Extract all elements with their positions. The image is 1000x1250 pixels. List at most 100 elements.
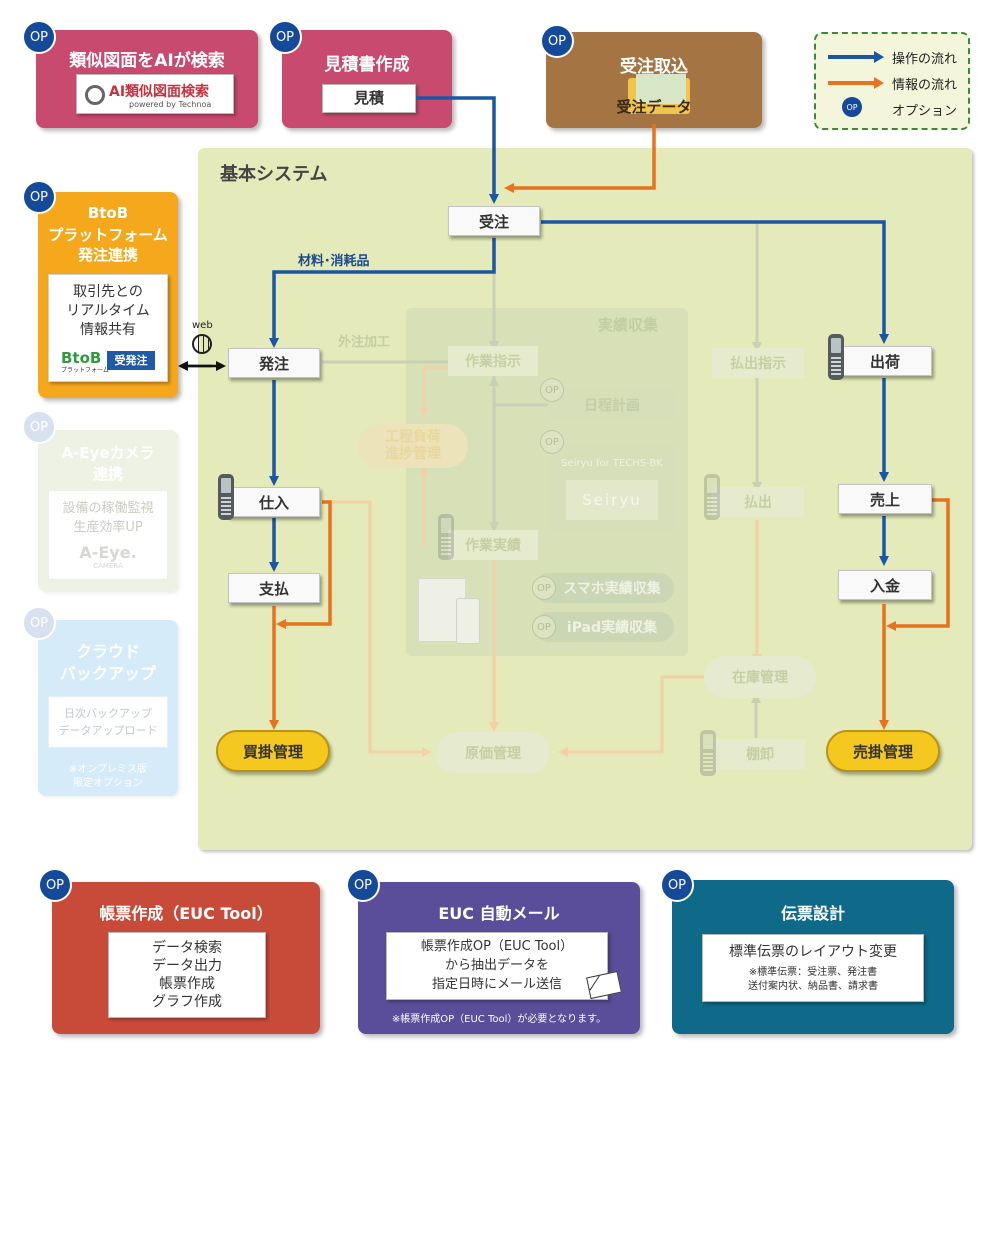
op-badge: OP <box>38 868 72 902</box>
denpyo-body: 標準伝票のレイアウト変更 ※標準伝票：受注票、発注書 送付案内状、納品書、請求書 <box>702 934 924 1002</box>
node-juchu[interactable]: 受注 <box>448 206 540 236</box>
node-shiharai[interactable]: 支払 <box>228 573 320 603</box>
seiryu-label: Seiryu for TECHS-BK <box>561 458 663 469</box>
legend-blue-arrowhead-icon <box>874 51 884 63</box>
btob-title-2: プラットフォーム <box>48 226 168 244</box>
legend-operation-label: 操作の流れ <box>892 52 958 67</box>
node-tanaoroshi: 棚卸 <box>714 739 806 769</box>
aeye-title-1: A-Eyeカメラ <box>61 444 155 462</box>
seiryu-logo: Seiryu <box>566 480 658 520</box>
op-badge: OP <box>268 20 302 54</box>
node-hacchu[interactable]: 発注 <box>228 348 320 378</box>
cloud-body-1: 日次バックアップ <box>64 707 152 720</box>
node-uriage[interactable]: 売上 <box>838 484 932 514</box>
op-badge: OP <box>540 378 564 402</box>
legend-info-label: 情報の流れ <box>892 78 958 93</box>
denpyo-card: 伝票設計 標準伝票のレイアウト変更 ※標準伝票：受注票、発注書 送付案内状、納品… <box>672 880 954 1034</box>
node-shukka[interactable]: 出荷 <box>838 346 932 376</box>
btob-logo-text: BtoB <box>61 349 102 367</box>
btob-logo-badge: 受発注 <box>107 351 155 370</box>
node-sagyo-shiji: 作業指示 <box>448 346 538 376</box>
op-badge: OP <box>532 576 556 600</box>
op-badge: OP <box>22 410 56 444</box>
aeye-body: 設備の稼働監視 生産効率UP A-Eye. CAMERA <box>48 490 168 580</box>
ai-search-logo[interactable]: AI類似図面検索 powered by Technoa <box>76 74 234 114</box>
op-badge: OP <box>22 180 56 214</box>
op-badge: OP <box>540 24 574 58</box>
seiryu-box: Seiryu for TECHS-BK Seiryu <box>550 442 674 532</box>
btob-card: BtoB プラットフォーム 発注連携 取引先との リアルタイム 情報共有 Bto… <box>38 192 178 398</box>
smartphone-icon <box>456 598 480 644</box>
ai-search-logo-sub: powered by Technoa <box>129 100 212 109</box>
op-badge: OP <box>22 606 56 640</box>
basic-system-title: 基本システム <box>220 164 328 185</box>
euc-mail-body: 帳票作成OP（EUC Tool） から抽出データを 指定日時にメール送信 <box>386 932 608 1000</box>
op-badge: OP <box>540 430 564 454</box>
globe-icon <box>192 334 212 354</box>
node-kaikake[interactable]: 買掛管理 <box>216 730 330 772</box>
node-haraidashi: 払出 <box>712 487 804 517</box>
op-badge: OP <box>346 868 380 902</box>
estimate-button[interactable]: 見積 <box>322 84 416 113</box>
euc-mail-note: ※帳票作成OP（EUC Tool）が必要となります。 <box>391 1014 607 1025</box>
faded-info-lines <box>332 366 762 757</box>
ai-eye-icon <box>85 85 105 105</box>
denpyo-note-2: 送付案内状、納品書、請求書 <box>748 981 878 992</box>
node-nittei: 日程計画 <box>550 390 674 420</box>
euc-mail-body-3: 指定日時にメール送信 <box>431 977 562 992</box>
aeye-logo: A-Eye. <box>79 543 137 562</box>
euc-mail-card: EUC 自動メール 帳票作成OP（EUC Tool） から抽出データを 指定日時… <box>358 882 640 1034</box>
web-label: web <box>192 320 213 331</box>
node-shiire[interactable]: 仕入 <box>228 487 320 517</box>
node-sumaho: スマホ実績収集 <box>534 573 674 603</box>
aeye-card: A-Eyeカメラ 連携 設備の稼働監視 生産効率UP A-Eye. CAMERA <box>38 430 178 592</box>
operation-flow-lines <box>269 96 889 572</box>
op-badge: OP <box>22 20 56 54</box>
euc-mail-body-2: から抽出データを <box>444 958 549 973</box>
node-ipad: iPad実績収集 <box>534 612 674 642</box>
kotei-line-2: 進捗管理 <box>385 446 441 462</box>
cloud-note-1: ※オンプレミス版 <box>68 764 148 775</box>
node-urikake[interactable]: 売掛管理 <box>826 730 940 772</box>
euc-tool-body-1: データ検索 <box>152 940 222 956</box>
btob-title-3: 発注連携 <box>77 246 138 264</box>
cloud-body-2: データアップロード <box>58 724 158 737</box>
euc-mail-body-1: 帳票作成OP（EUC Tool） <box>420 939 574 954</box>
aeye-body-1: 設備の稼働監視 <box>62 501 154 516</box>
btob-body-1: 取引先との <box>73 284 143 300</box>
aeye-body-2: 生産効率UP <box>73 520 143 535</box>
ai-search-logo-text: AI類似図面検索 <box>109 84 210 100</box>
btob-logo[interactable]: BtoB プラットフォーム 受発注 <box>59 349 159 374</box>
info-flow-lines <box>269 124 950 730</box>
node-haraidashi-shiji: 払出指示 <box>712 348 804 378</box>
order-import-title: 受注取込 <box>620 57 688 77</box>
denpyo-note-1: ※標準伝票：受注票、発注書 <box>748 967 878 978</box>
btob-title-1: BtoB <box>87 204 129 222</box>
euc-tool-body-2: データ出力 <box>152 958 222 974</box>
denpyo-title: 伝票設計 <box>780 904 845 923</box>
cloud-title-1: クラウド <box>75 642 140 661</box>
aeye-title-2: 連携 <box>92 465 123 483</box>
ai-search-card: 類似図面をAIが検索 AI類似図面検索 powered by Technoa <box>36 30 258 128</box>
legend-blue-arrow-icon <box>828 55 876 59</box>
handheld-scanner-icon <box>218 474 234 520</box>
btob-logo-sub: プラットフォーム <box>61 367 109 374</box>
cloud-note-2: 限定オプション <box>73 778 143 789</box>
btob-body: 取引先との リアルタイム 情報共有 BtoB プラットフォーム 受発注 <box>48 274 168 382</box>
euc-mail-title: EUC 自動メール <box>438 904 560 923</box>
handheld-scanner-icon <box>704 474 720 520</box>
btob-body-3: 情報共有 <box>80 322 136 338</box>
btob-body-2: リアルタイム <box>66 303 150 319</box>
legend-orange-arrow-icon <box>828 81 876 85</box>
node-sagyo-jisseki: 作業実績 <box>448 530 538 560</box>
order-data-label: 受注データ <box>616 98 692 116</box>
cloud-title-2: バックアップ <box>59 664 156 683</box>
op-badge: OP <box>532 615 556 639</box>
node-genka: 原価管理 <box>436 732 550 774</box>
handheld-scanner-icon <box>828 334 844 380</box>
handheld-scanner-icon <box>700 730 716 776</box>
node-zaiko: 在庫管理 <box>704 656 816 698</box>
outsource-label: 外注加工 <box>338 335 391 350</box>
cloud-body: 日次バックアップ データアップロード <box>48 696 168 748</box>
node-nyukin[interactable]: 入金 <box>838 570 932 600</box>
